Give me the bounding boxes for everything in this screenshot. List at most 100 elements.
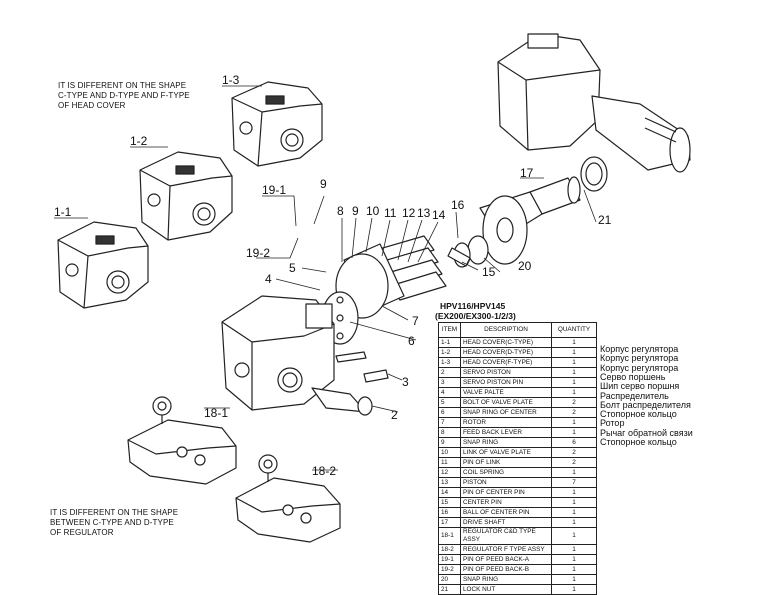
russian-label: Корпус регулятора: [600, 344, 679, 354]
cell-description: VALVE PALTE: [460, 387, 552, 398]
lock-nut: [580, 156, 608, 192]
snap-ring-and-center-pin: [447, 235, 489, 268]
cell-item: 19-1: [438, 554, 461, 565]
cell-quantity: 1: [551, 337, 597, 348]
cell-quantity: 1: [551, 544, 597, 555]
callout-19-2: 19-2: [246, 246, 271, 260]
cell-quantity: 2: [551, 407, 597, 418]
callout-6: 6: [408, 334, 415, 348]
cell-item: 20: [438, 574, 461, 585]
callout-18-2: 18-2: [312, 464, 337, 478]
russian-label: Распределитель: [600, 390, 669, 401]
cell-description: PIN OF PEED BACK-A: [460, 554, 552, 565]
servo-piston: [311, 387, 373, 416]
regulator-note: IT IS DIFFERENT ON THE SHAPE BETWEEN C-T…: [50, 508, 179, 537]
cell-item: 9: [438, 437, 461, 448]
cell-item: 5: [438, 397, 461, 408]
callout-2: 2: [391, 408, 398, 422]
callout-15: 15: [482, 265, 496, 279]
russian-label: Рычаг обратной связи: [600, 427, 693, 438]
cell-item: 11: [438, 457, 461, 468]
cell-item: 18-1: [438, 527, 461, 545]
servo-piston-pin: [335, 351, 389, 383]
russian-label: Болт распределителя: [600, 399, 691, 410]
cell-quantity: 1: [551, 387, 597, 398]
callout-1-1: 1-1: [54, 205, 72, 219]
drive-shaft: [479, 176, 581, 265]
cell-quantity: 7: [551, 477, 597, 488]
cell-item: 8: [438, 427, 461, 438]
cell-item: 12: [438, 467, 461, 478]
russian-label: Корпус регулятора: [600, 362, 679, 373]
russian-label: Стопорное кольцо: [600, 437, 677, 447]
cell-description: PIN OF PEED BACK-B: [460, 564, 552, 575]
cell-description: ROTOR: [460, 417, 552, 428]
header-item: ITEM: [438, 322, 461, 338]
cell-description: HEAD COVER(D-TYPE): [460, 347, 552, 358]
cell-item: 1-2: [438, 347, 461, 358]
cell-description: COIL SPRING: [460, 467, 552, 478]
russian-label: Ротор: [600, 418, 625, 429]
cell-description: DRIVE SHAFT: [460, 517, 552, 528]
cell-item: 10: [438, 447, 461, 458]
callout-13: 13: [417, 206, 431, 220]
callout-3: 3: [402, 375, 409, 389]
cell-quantity: 1: [551, 417, 597, 428]
callout-16: 16: [451, 198, 465, 212]
regulator-f-type: [235, 454, 341, 543]
russian-label: Серво поршень: [600, 371, 666, 382]
callout-14: 14: [432, 208, 446, 222]
regulator-housing: [221, 295, 335, 411]
cell-description: BOLT OF VALVE PLATE: [460, 397, 552, 408]
cell-item: 16: [438, 507, 461, 518]
cell-description: PIN OF LINK: [460, 457, 552, 468]
callout-19-1: 19-1: [262, 183, 287, 197]
cell-quantity: 1: [551, 584, 597, 595]
cell-quantity: 1: [551, 367, 597, 378]
callout-4: 4: [265, 272, 272, 286]
cell-quantity: 2: [551, 447, 597, 458]
cell-description: REGULATOR F TYPE ASSY: [460, 544, 552, 555]
callout-11: 11: [384, 206, 397, 220]
cell-item: 15: [438, 497, 461, 508]
callout-8: 8: [337, 204, 344, 218]
pistons: [375, 235, 447, 301]
cell-quantity: 2: [551, 397, 597, 408]
cell-quantity: 1: [551, 527, 597, 545]
cell-quantity: 1: [551, 517, 597, 528]
cell-item: 19-2: [438, 564, 461, 575]
cell-quantity: 1: [551, 427, 597, 438]
model-subtitle: (EX200/EX300-1/2/3): [435, 311, 516, 321]
cell-item: 21: [438, 584, 461, 595]
cell-description: LINK OF VALVE PLATE: [460, 447, 552, 458]
cell-quantity: 1: [551, 357, 597, 368]
cell-quantity: 1: [551, 554, 597, 565]
head-cover-note: IT IS DIFFERENT ON THE SHAPE C-TYPE AND …: [58, 81, 190, 110]
cell-item: 18-2: [438, 544, 461, 555]
cell-quantity: 1: [551, 377, 597, 388]
cell-description: SNAP RING: [460, 574, 552, 585]
cell-quantity: 6: [551, 437, 597, 448]
callout-7: 7: [412, 314, 419, 328]
cell-item: 1-3: [438, 357, 461, 368]
cell-quantity: 1: [551, 564, 597, 575]
cell-item: 6: [438, 407, 461, 418]
